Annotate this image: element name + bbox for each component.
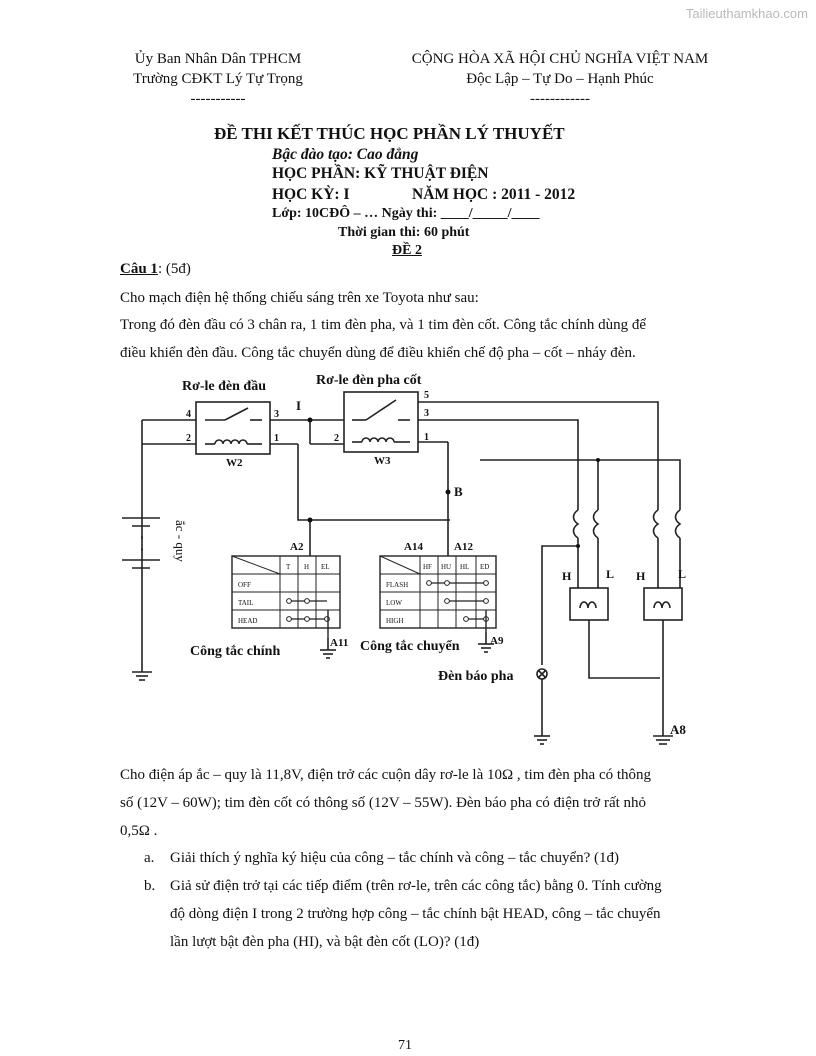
main-switch-connector: A2: [290, 541, 304, 553]
lamp-label-l1: L: [606, 567, 614, 581]
item-b-line2: độ dòng điện I trong 2 trường hợp công –…: [170, 906, 661, 922]
relay2-title: Rơ-le đèn pha cốt: [316, 373, 422, 388]
main-switch: [231, 555, 341, 638]
item-a-text: Giải thích ý nghĩa ký hiệu của công – tắ…: [170, 850, 620, 866]
relay2-coil: [361, 437, 395, 443]
relay1-name: W2: [226, 457, 243, 469]
main-col-el: EL: [321, 563, 330, 571]
relay1-switch: [224, 407, 249, 421]
header-left-line2: Trường CĐKT Lý Tự Trọng: [133, 71, 303, 87]
relay2-name: W3: [374, 455, 391, 467]
dimmer-switch-caption: Công tắc chuyển: [360, 639, 460, 654]
wire-high-beam-right: [418, 401, 659, 510]
exam-level: Bậc đào tạo: Cao đẳng: [272, 146, 419, 163]
dimmer-col-hf: HF: [423, 563, 432, 571]
dimmer-connector-left: A14: [404, 541, 423, 553]
watermark: Tailieuthamkhao.com: [685, 6, 808, 21]
node-b-label: B: [454, 484, 463, 499]
relay2-pin-3: 3: [424, 408, 429, 419]
fuse-2: [592, 509, 600, 539]
main-row-tail: TAIL: [238, 599, 253, 607]
fuse-4: [674, 509, 682, 539]
question-points: : (5đ): [157, 261, 191, 277]
dimmer-col-hu: HU: [441, 563, 451, 571]
relay1-box: [195, 401, 271, 455]
main-switch-caption: Công tắc chính: [190, 644, 280, 659]
question-heading: Câu 1: (5đ): [120, 259, 191, 279]
dimmer-row-flash: FLASH: [386, 581, 408, 589]
wire-high-beam-left: [418, 419, 579, 510]
header-right-line1: CỘNG HÒA XÃ HỘI CHỦ NGHĨA VIỆT NAM: [411, 51, 709, 67]
main-row-head: HEAD: [238, 617, 257, 625]
indicator-label: Đèn báo pha: [438, 669, 513, 684]
main-switch-ground: A11: [330, 637, 348, 649]
dimmer-row-high: HIGH: [386, 617, 404, 625]
header-left: Ủy Ban Nhân Dân TPHCM Trường CĐKT Lý Tự …: [98, 49, 338, 109]
current-label: I: [296, 398, 301, 413]
main-col-t: T: [286, 563, 291, 571]
item-b-line3: lần lượt bật đèn pha (HI), và bật đèn cố…: [170, 934, 480, 950]
relay2-pin-1: 1: [424, 432, 429, 443]
relay1-pin-1: 1: [274, 433, 279, 444]
question-desc-line1: Trong đó đèn đầu có 3 chân ra, 1 tim đèn…: [120, 317, 647, 333]
fuse-1: [572, 509, 580, 539]
header-right-line2: Độc Lập – Tự Do – Hạnh Phúc: [466, 71, 654, 87]
lamp-label-l2: L: [678, 567, 686, 581]
main-col-h: H: [304, 563, 309, 571]
exam-code: ĐỀ 2: [392, 243, 422, 258]
exam-class-date: Lớp: 10CĐÔ – … Ngày thi: ____/_____/____: [272, 206, 540, 221]
relay1-pin-4: 4: [186, 409, 191, 420]
ground-a8-label: A8: [670, 722, 686, 737]
wire-low-beam-left: [480, 459, 599, 510]
dimmer-switch-ground: A9: [490, 635, 504, 647]
wire-low-beam-right: [598, 459, 681, 510]
circuit-diagram: Rơ-le đèn đầu Rơ-le đèn pha cốt I B Công…: [122, 373, 686, 745]
given-line3: 0,5Ω .: [120, 823, 158, 839]
exam-title: ĐỀ THI KẾT THÚC HỌC PHẦN LÝ THUYẾT: [214, 124, 565, 143]
exam-semester: HỌC KỲ: I: [272, 186, 350, 203]
relay1-pin-2: 2: [186, 433, 191, 444]
exam-duration: Thời gian thi: 60 phút: [338, 225, 470, 240]
relay2-pin-2: 2: [334, 433, 339, 444]
exam-year: NĂM HỌC : 2011 - 2012: [412, 186, 576, 203]
question-label: Câu 1: [120, 261, 158, 277]
dimmer-row-low: LOW: [386, 599, 402, 607]
battery-label: ắc - quy: [173, 520, 188, 562]
header-left-line1: Ủy Ban Nhân Dân TPHCM: [134, 51, 302, 67]
dimmer-col-hl: HL: [460, 563, 469, 571]
header-left-dashes: -----------: [190, 91, 246, 107]
exam-module: HỌC PHẦN: KỸ THUẬT ĐIỆN: [272, 165, 489, 182]
lamp-label-h2: H: [636, 569, 646, 583]
fuse-3: [652, 509, 660, 539]
item-b-label: b.: [144, 878, 156, 894]
header-right: CỘNG HÒA XÃ HỘI CHỦ NGHĨA VIỆT NAM Độc L…: [390, 49, 730, 109]
question-desc-line2: điều khiển đèn đầu. Công tắc chuyển dùng…: [120, 345, 636, 361]
dimmer-connector-right: A12: [454, 541, 473, 553]
given-line1: Cho điện áp ắc – quy là 11,8V, điện trở …: [120, 767, 652, 783]
relay2-switch: [365, 399, 397, 421]
question-intro: Cho mạch điện hệ thống chiếu sáng trên x…: [120, 290, 479, 306]
lamp-label-h1: H: [562, 569, 572, 583]
given-line2: số (12V – 60W); tim đèn cốt có thông số …: [120, 795, 647, 811]
dimmer-col-ed: ED: [480, 563, 489, 571]
wire-relay1-coil-return: [297, 444, 450, 521]
relay1-pin-3: 3: [274, 409, 279, 420]
relay2-pin-5: 5: [424, 390, 429, 401]
header-right-dashes: ------------: [530, 91, 590, 107]
relay1-title: Rơ-le đèn đầu: [182, 379, 266, 394]
page-number: 71: [398, 1038, 412, 1053]
relay2-box: [343, 391, 419, 453]
item-a-label: a.: [144, 850, 155, 866]
relay1-coil: [214, 439, 248, 445]
main-row-off: OFF: [238, 581, 251, 589]
dimmer-switch: [379, 555, 497, 632]
item-b-line1: Giả sử điện trở tại các tiếp điểm (trên …: [170, 878, 662, 894]
